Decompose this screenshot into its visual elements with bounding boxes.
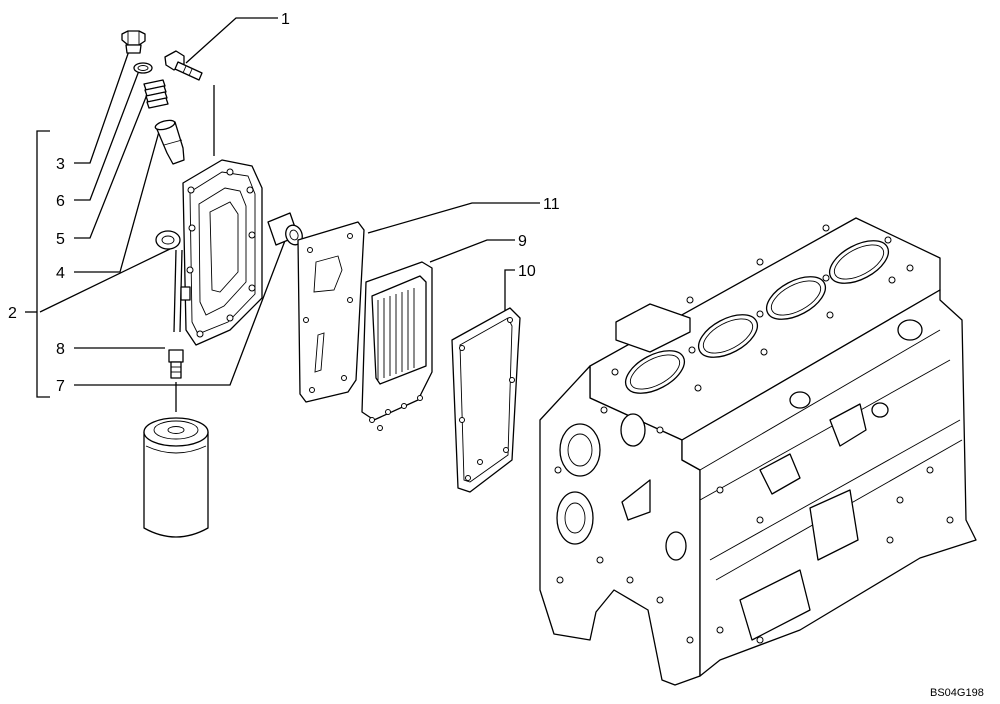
gasket-part-11 <box>297 221 365 403</box>
callout-5: 5 <box>56 231 65 248</box>
oil-filter-cartridge <box>143 417 209 538</box>
callout-11: 11 <box>543 196 560 213</box>
filter-support-part-2 <box>155 159 263 346</box>
seal-ring-part-6 <box>133 62 153 74</box>
bolt-part-1 <box>164 50 203 81</box>
engine-block <box>539 217 977 686</box>
callout-4: 4 <box>56 265 65 282</box>
spring-part-5 <box>143 79 169 109</box>
callout-6: 6 <box>56 193 65 210</box>
leader-lines <box>39 17 540 386</box>
callout-1: 1 <box>281 11 290 28</box>
callout-9: 9 <box>518 233 527 250</box>
callout-10: 10 <box>518 263 536 280</box>
oil-cooler-part-9 <box>361 261 433 431</box>
callout-7: 7 <box>56 378 65 395</box>
plug-part-3 <box>121 30 146 54</box>
callout-8: 8 <box>56 341 65 358</box>
callout-3: 3 <box>56 156 65 173</box>
drawing-reference-code: BS04G198 <box>930 687 984 699</box>
cover-part-10 <box>451 307 521 493</box>
callout-labels: 1 2 3 4 5 6 7 8 9 10 11 <box>8 11 560 395</box>
nipple-part-8 <box>168 349 184 412</box>
group-bracket <box>25 130 50 398</box>
callout-2: 2 <box>8 305 17 322</box>
valve-part-4 <box>154 119 185 165</box>
